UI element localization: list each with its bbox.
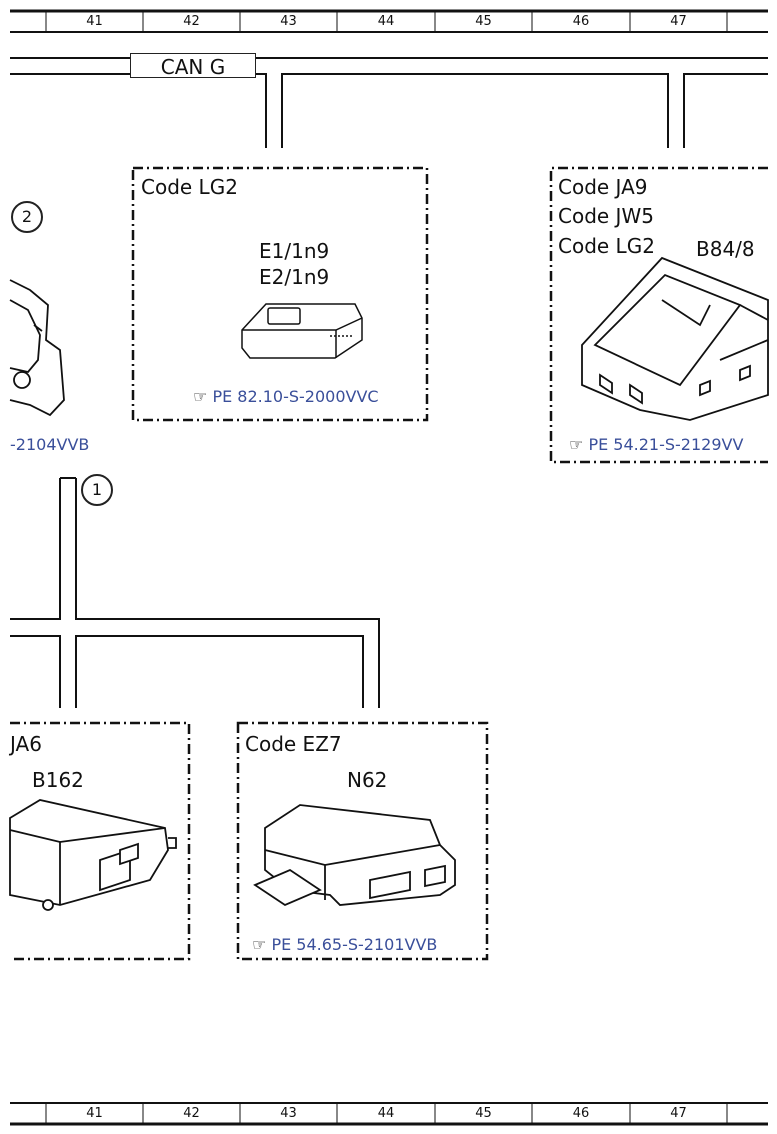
ruler-column-47: 47 [670, 14, 687, 29]
box-b84-ref[interactable]: ☞ PE 54.21-S-2129VV [569, 437, 743, 453]
box-b84-code2: Code JW5 [558, 204, 654, 228]
top-ruler [10, 9, 768, 33]
box-n62-code: Code EZ7 [245, 732, 342, 756]
frame-b162 [10, 721, 191, 961]
ruler-column-42: 42 [183, 14, 200, 29]
headlamp-module-drawing [241, 303, 363, 359]
ruler-column-44: 44 [377, 14, 395, 29]
component-frames [10, 166, 768, 961]
box-n62-ref[interactable]: ☞ PE 54.65-S-2101VVB [252, 937, 437, 953]
frame-b84 [549, 166, 768, 464]
box-lg2-ref[interactable]: ☞ PE 82.10-S-2000VVC [193, 389, 379, 405]
box-lg2-ref-text: PE 82.10-S-2000VVC [212, 387, 379, 406]
left-ref-text: -2104VVB [10, 435, 90, 454]
box-b162-code: JA6 [10, 732, 42, 756]
box-n62-ref-text: PE 54.65-S-2101VVB [271, 935, 438, 954]
ruler-column-47: 47 [670, 1106, 687, 1121]
frame-lg2 [131, 166, 429, 422]
box-n62-part: N62 [347, 768, 388, 792]
pointing-hand-icon: ☞ [569, 435, 584, 454]
box-lg2-code: Code LG2 [141, 175, 238, 199]
box-b84-ref-text: PE 54.21-S-2129VV [588, 435, 744, 454]
ruler-column-44: 44 [377, 1106, 395, 1121]
n62-module-drawing [253, 804, 456, 907]
can-g-label: CAN G [130, 53, 256, 79]
can-bus-bottom [10, 477, 380, 708]
pointing-hand-icon: ☞ [252, 935, 267, 954]
can-bus-top [10, 57, 768, 148]
callout-1: 1 [81, 474, 113, 506]
ruler-column-45: 45 [475, 1106, 492, 1121]
ruler-column-46: 46 [572, 14, 590, 29]
ruler-column-46: 46 [572, 1106, 590, 1121]
bottom-ruler [10, 1102, 768, 1126]
box-b84-part: B84/8 [696, 237, 755, 261]
frame-n62 [236, 721, 489, 961]
pointing-hand-icon: ☞ [193, 387, 208, 406]
box-lg2-part1: E1/1n9 [259, 239, 330, 263]
callout-2: 2 [11, 201, 43, 233]
left-partial-component [9, 279, 65, 417]
b84-sensor-drawing [581, 256, 769, 421]
box-b84-code1: Code JA9 [558, 175, 648, 199]
box-b162-part: B162 [32, 768, 84, 792]
ruler-column-41: 41 [86, 14, 103, 29]
box-lg2-part2: E2/1n9 [259, 265, 330, 289]
ruler-column-43: 43 [280, 1106, 297, 1121]
ruler-column-43: 43 [280, 14, 297, 29]
b162-module-drawing [9, 799, 177, 911]
box-b84-code3: Code LG2 [558, 234, 655, 258]
ruler-column-41: 41 [86, 1106, 103, 1121]
ruler-column-45: 45 [475, 14, 492, 29]
ruler-column-42: 42 [183, 1106, 200, 1121]
